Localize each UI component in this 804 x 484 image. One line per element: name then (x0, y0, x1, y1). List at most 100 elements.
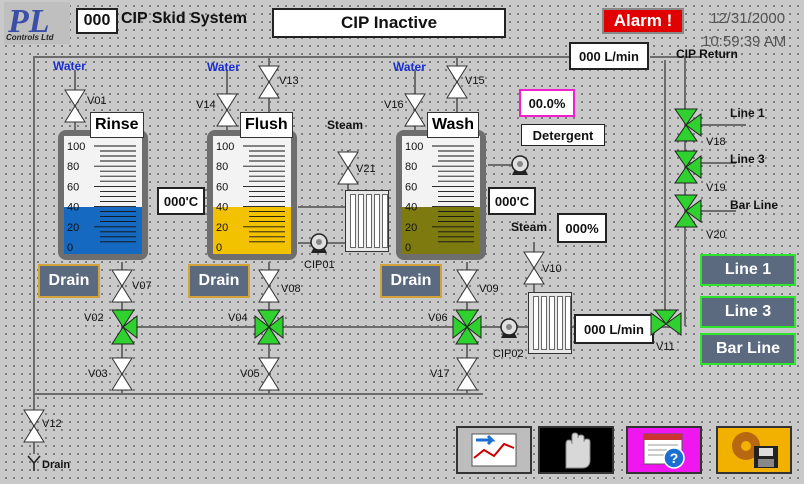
hand-stop-icon (565, 432, 591, 469)
valve-v03-icon[interactable] (110, 356, 134, 392)
valve-v06-label: V06 (428, 312, 448, 324)
scale-tick-label: 100 (216, 141, 234, 153)
valve-v14-icon[interactable] (215, 92, 239, 128)
pump-cip01-icon[interactable] (307, 232, 331, 254)
scale-tick-label: 60 (405, 181, 417, 193)
svg-text:?: ? (670, 450, 679, 466)
valve-v06-icon[interactable] (452, 309, 482, 345)
trend-chart-icon (471, 433, 517, 467)
valve-v02-icon[interactable] (108, 309, 138, 345)
steam-valve-percent-display: 000% (557, 213, 607, 243)
pipe (650, 56, 700, 58)
heat-exchanger-1 (345, 190, 389, 252)
valve-v04-icon[interactable] (254, 309, 284, 345)
valve-v11-icon[interactable] (650, 309, 682, 339)
water-label: Water (53, 59, 86, 73)
rinse-tank-label: Rinse (90, 112, 144, 138)
valve-v07-icon[interactable] (110, 268, 134, 304)
help-icon: ? (643, 433, 685, 469)
valve-v19-label: V19 (706, 182, 726, 194)
stop-button[interactable] (538, 426, 614, 474)
trend-button[interactable] (456, 426, 532, 474)
pipe (298, 206, 348, 208)
valve-v17-icon[interactable] (455, 356, 479, 392)
line3-button[interactable]: Line 3 (700, 296, 796, 328)
pipe (686, 124, 746, 126)
valve-v07-label: V07 (132, 280, 152, 292)
svg-text:PL: PL (7, 3, 50, 40)
alarm-indicator[interactable]: Alarm ! (602, 8, 684, 34)
scale-tick-label: 20 (67, 222, 79, 234)
detergent-pump-icon[interactable] (508, 154, 532, 176)
pipe (686, 210, 736, 212)
valve-v15-label: V15 (465, 75, 485, 87)
valve-v14-label: V14 (196, 99, 216, 111)
scale-tick-label: 60 (67, 181, 79, 193)
scale-tick-label: 40 (405, 202, 417, 214)
scale-tick-label: 80 (67, 161, 79, 173)
valve-v08-label: V08 (281, 283, 301, 295)
wash-drain-button[interactable]: Drain (380, 264, 442, 298)
cip-return-label: CIP Return (676, 47, 738, 61)
valve-v01-icon[interactable] (63, 88, 87, 124)
save-button[interactable] (716, 426, 792, 474)
valve-v18-icon[interactable] (670, 108, 702, 142)
valve-v02-label: V02 (84, 312, 104, 324)
water-label: Water (393, 60, 426, 74)
line1-button[interactable]: Line 1 (700, 254, 796, 286)
help-button[interactable]: ? (626, 426, 702, 474)
valve-v16-icon[interactable] (403, 92, 427, 128)
flush-drain-button[interactable]: Drain (188, 264, 250, 298)
pipe (664, 60, 666, 320)
valve-v10-label: V10 (542, 263, 562, 275)
water-label: Water (207, 60, 240, 74)
valve-v21-icon[interactable] (336, 150, 360, 186)
drain-outlet-icon (27, 455, 41, 471)
valve-v13-label: V13 (279, 75, 299, 87)
page-title: CIP Skid System (121, 10, 247, 27)
scale-tick-label: 60 (216, 181, 228, 193)
flush-tank-label: Flush (240, 112, 293, 138)
bar-line-button[interactable]: Bar Line (700, 333, 796, 365)
scale-tick-label: 20 (405, 222, 417, 234)
valve-v13-icon[interactable] (257, 64, 281, 100)
valve-v05-icon[interactable] (257, 356, 281, 392)
pipe (33, 56, 35, 394)
scale-tick-label: 40 (216, 202, 228, 214)
valve-v20-icon[interactable] (670, 194, 702, 228)
valve-v04-label: V04 (228, 312, 248, 324)
valve-v11-label: V11 (656, 341, 675, 353)
supply-flow-display: 000 L/min (574, 314, 654, 344)
pipe (121, 326, 681, 328)
valve-v16-label: V16 (384, 99, 404, 111)
valve-v15-icon[interactable] (445, 64, 469, 100)
bar-line-label: Bar Line (730, 198, 779, 212)
valve-v10-icon[interactable] (522, 250, 546, 286)
company-logo: PL Controls Ltd (4, 2, 70, 44)
valve-v18-label: V18 (706, 136, 726, 148)
valve-v12-icon[interactable] (22, 408, 46, 444)
rinse-drain-button[interactable]: Drain (38, 264, 100, 298)
logo-subtitle: Controls Ltd (6, 33, 54, 42)
steam-label: Steam (511, 220, 548, 234)
cip-status-display: CIP Inactive (272, 8, 506, 38)
valve-v12-label: V12 (42, 418, 62, 430)
scale-tick-label: 0 (67, 242, 73, 254)
scale-tick-label: 100 (67, 141, 85, 153)
pipe (33, 56, 573, 58)
valve-v08-icon[interactable] (257, 268, 281, 304)
wash-tank-label: Wash (427, 112, 480, 138)
valve-v05-label: V05 (240, 368, 260, 380)
wash-temp-display: 000'C (488, 187, 536, 215)
pump-cip02-icon[interactable] (497, 317, 521, 339)
valve-v21-label: V21 (356, 163, 376, 175)
valve-v19-icon[interactable] (670, 150, 702, 184)
valve-v01-label: V01 (87, 95, 107, 107)
system-count-display: 000 (76, 8, 118, 34)
scale-tick-label: 80 (216, 161, 228, 173)
valve-v09-icon[interactable] (455, 268, 479, 304)
